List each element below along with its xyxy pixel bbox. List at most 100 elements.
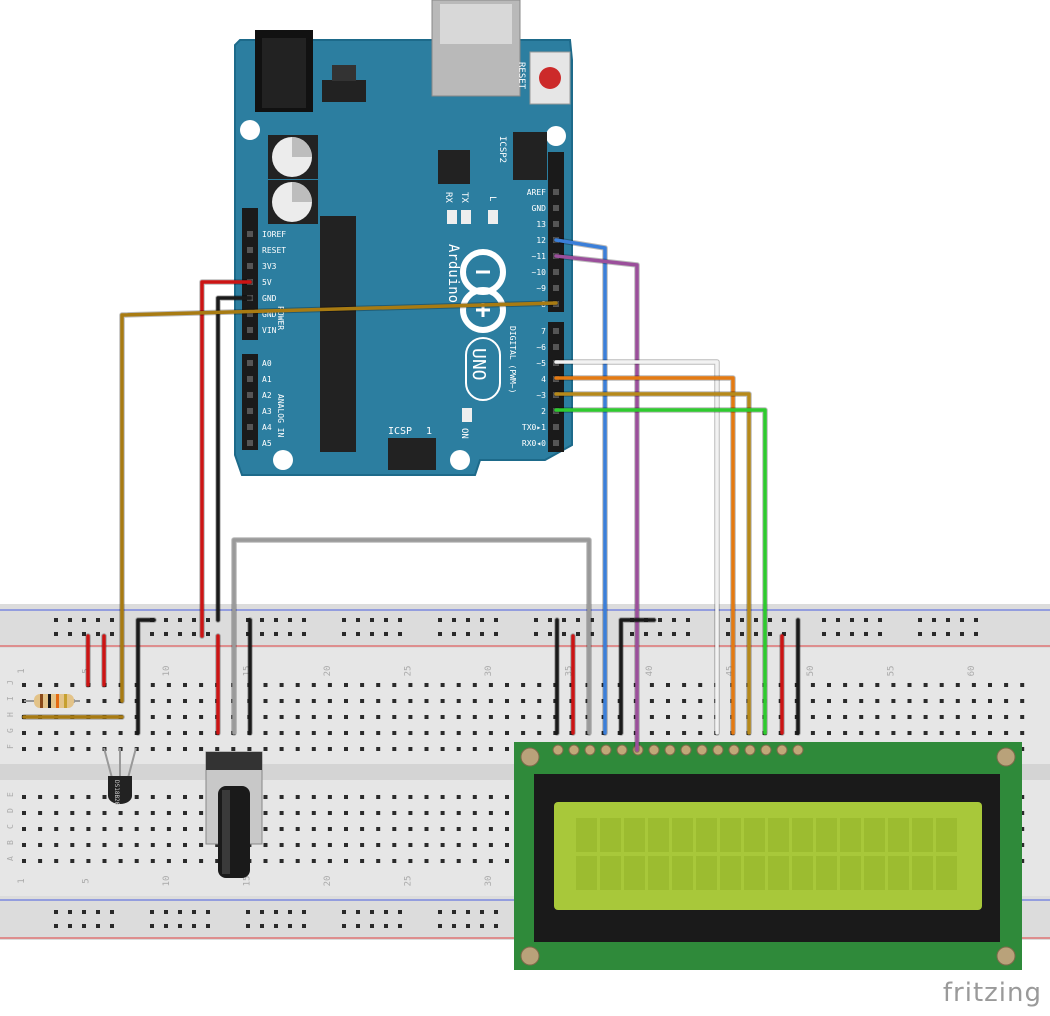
voltage-regulator: [322, 80, 366, 102]
reset-label: RESET: [516, 62, 526, 90]
analog-header: [242, 354, 258, 450]
pin-label: 2: [541, 407, 546, 416]
row-letter: G: [6, 728, 15, 733]
row-letter: B: [6, 840, 15, 845]
lcd-pin-header: [552, 742, 804, 758]
resistor: [24, 694, 80, 708]
column-number: 35: [564, 666, 574, 677]
icsp-label: ICSP: [388, 426, 412, 437]
wire-d11-enable: [554, 254, 639, 752]
pin-label: A4: [262, 423, 272, 432]
lcd-cell: [792, 856, 813, 890]
lcd-pin-pad: [776, 744, 788, 756]
column-number: 20: [323, 876, 333, 887]
sensor-label: DS18B20: [113, 780, 120, 806]
pin-label: GND: [262, 294, 277, 303]
pin-label: ~10: [532, 268, 547, 277]
header-pin: [247, 360, 253, 366]
mounting-hole: [273, 450, 293, 470]
column-number: 60: [967, 666, 977, 677]
wire-d4-d5: [554, 376, 735, 735]
row-letter: A: [6, 856, 15, 861]
pin-label: ~6: [536, 343, 546, 352]
lcd-cell: [912, 818, 933, 852]
power-header: [242, 208, 258, 340]
lcd-cell: [576, 856, 597, 890]
column-number: 15: [242, 876, 252, 887]
lcd-cell: [888, 856, 909, 890]
lcd-pin-pad: [664, 744, 676, 756]
capacitor: [268, 180, 318, 224]
on-label: ON: [459, 428, 469, 439]
icsp-header: [388, 438, 436, 470]
column-number: 10: [162, 876, 172, 887]
wire-d8-sensor-data: [120, 301, 558, 703]
pin-label: 7: [541, 327, 546, 336]
column-number: 50: [806, 666, 816, 677]
header-pin: [247, 231, 253, 237]
lcd-character-cells: [576, 818, 957, 890]
pin-label: A1: [262, 375, 272, 384]
pin-label: RX0◂0: [522, 439, 546, 448]
arduino-uno-board: RESET ICSP2 TX RX L ON: [234, 0, 573, 476]
lcd-mount-hole: [996, 747, 1016, 767]
pin-label: 12: [536, 236, 546, 245]
lcd-pin-pad: [616, 744, 628, 756]
lcd-mount-hole: [996, 946, 1016, 966]
lcd-cell: [936, 818, 957, 852]
column-number: 55: [886, 666, 896, 677]
lcd-cell: [792, 818, 813, 852]
fritzing-watermark: fritzing: [942, 978, 1042, 1008]
pin-label: RESET: [262, 246, 286, 255]
lcd-cell: [744, 856, 765, 890]
header-pin: [553, 285, 559, 291]
lcd-cell: [864, 818, 885, 852]
column-number: 45: [725, 666, 735, 677]
lcd-cell: [864, 856, 885, 890]
mounting-hole: [546, 126, 566, 146]
lcd-cell: [840, 856, 861, 890]
wire-5v-red: [200, 280, 252, 638]
row-letter: H: [6, 712, 15, 717]
mounting-hole: [240, 120, 260, 140]
pin-label: AREF: [527, 188, 546, 197]
icsp-pin1-label: 1: [426, 426, 432, 437]
lcd-pin-pad: [792, 744, 804, 756]
pin-label: GND: [532, 204, 547, 213]
pin-label: ~3: [536, 391, 546, 400]
digital-section-label: DIGITAL (PWM~): [508, 326, 517, 393]
lcd-cell: [816, 818, 837, 852]
rx-label: RX: [443, 192, 453, 203]
lcd-cell: [672, 856, 693, 890]
lcd-pin-pad: [584, 744, 596, 756]
header-pin: [553, 205, 559, 211]
lcd-cell: [720, 818, 741, 852]
lcd-16x2-module: [514, 742, 1022, 970]
top-power-rail: [0, 604, 1050, 648]
wire-d5-d4: [554, 360, 719, 735]
pin-label: 5V: [262, 278, 272, 287]
lcd-cell: [768, 818, 789, 852]
l-led: [488, 210, 498, 224]
header-pin: [247, 408, 253, 414]
tx-label: TX: [459, 192, 469, 203]
column-number: 25: [403, 876, 413, 887]
capacitor: [268, 135, 318, 179]
header-pin: [553, 440, 559, 446]
lcd-cell: [648, 818, 669, 852]
header-pin: [553, 424, 559, 430]
row-letter: F: [6, 744, 15, 749]
lcd-cell: [624, 818, 645, 852]
jumper-black: [136, 618, 156, 735]
lcd-cell: [720, 856, 741, 890]
lcd-cell: [576, 818, 597, 852]
potentiometer[interactable]: [205, 751, 263, 878]
lcd-cell: [816, 856, 837, 890]
row-letter: D: [6, 808, 15, 813]
lcd-cell: [840, 818, 861, 852]
lcd-pin-pad: [680, 744, 692, 756]
pin-label: ~5: [536, 359, 546, 368]
pin-label: A5: [262, 439, 272, 448]
